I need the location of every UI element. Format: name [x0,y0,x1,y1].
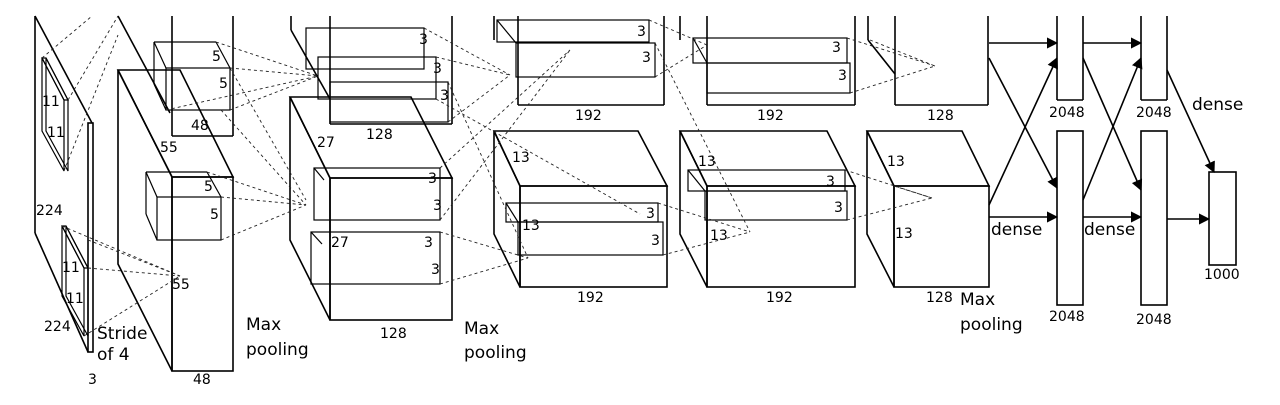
conv4-kernel-top [692,37,851,94]
conv5-top-depth-label: 128 [927,108,954,124]
conv3-bottom-volume [492,130,669,288]
conv2-bottom-depth-label: 128 [380,326,407,342]
fc6-bottom-neurons [1056,130,1084,306]
conv3-kernel-bottom [505,202,664,256]
conv1-size-label-bottom: 55 [172,277,190,293]
conv4-kernel-top-label-1: 3 [832,40,841,56]
conv4-top-depth-label: 192 [757,108,784,124]
conv3-kernel-top [496,19,656,78]
conv1-size-label: 55 [160,140,178,156]
conv5-top-volume [867,16,989,106]
dense-label-2: dense [1084,220,1135,240]
conv1-top-depth-label: 48 [191,118,209,134]
conv1-kernel-bottom-label-a: 5 [204,179,213,195]
conv2-kernels-top [305,27,449,123]
fc6-bottom-label: 2048 [1049,309,1085,325]
conv4-bottom-depth-label: 192 [766,290,793,306]
conv3-size-label-inner: 13 [522,218,540,234]
conv2-kernel-top-label-2: 3 [433,61,442,77]
pool3-label-line1: Max [960,290,995,310]
conv1-top-volume [117,15,234,137]
conv5-size-label-inner: 13 [895,226,913,242]
pool1-label-line2: pooling [246,340,309,360]
conv2-kernel-bottom-label-2: 3 [433,198,442,214]
conv4-bottom-volume [678,130,857,288]
conv2-top-volume [290,16,453,125]
output-size-label: 1000 [1204,267,1240,283]
conv3-bottom-depth-label: 192 [577,290,604,306]
fc6-top-neurons [1056,16,1084,101]
stride-label-line2: of 4 [97,345,130,365]
input-kernel-bottom-label-top: 11 [62,260,80,276]
conv1-kernel-bottom-label-b: 5 [210,207,219,223]
conv3-kernel-bottom-label-2: 3 [651,233,660,249]
conv2-size-label: 27 [317,135,335,151]
pool3-label-line2: pooling [960,315,1023,335]
input-kernel-label-side: 11 [47,125,65,141]
conv4-size-label-inner: 13 [710,228,728,244]
conv5-bottom-depth-label: 128 [926,290,953,306]
conv2-bottom-volume [288,96,454,321]
fc7-bottom-label: 2048 [1136,312,1172,328]
conv3-kernel-top-label-1: 3 [637,24,646,40]
conv4-size-label: 13 [698,154,716,170]
conv1-bottom-depth-label: 48 [193,372,211,388]
pool1-label-line1: Max [246,315,281,335]
fc7-top-neurons [1140,16,1168,101]
conv1-kernel-bottom [145,171,222,241]
conv5-bottom-volume [865,130,991,288]
conv3-kernel-top-label-2: 3 [642,50,651,66]
conv2-kernel-bottom-label-3: 3 [424,235,433,251]
conv4-kernel-top-label-2: 3 [838,68,847,84]
conv3-kernel-bottom-label-1: 3 [646,206,655,222]
fc7-bottom-neurons [1140,130,1168,306]
conv4-kernel-bottom-label-2: 3 [834,200,843,216]
conv5-size-label: 13 [887,154,905,170]
conv2-kernel-bottom-label-1: 3 [428,171,437,187]
stride-label-line1: Stride [97,324,147,344]
input-height-label: 224 [36,203,63,219]
conv3-size-label: 13 [512,150,530,166]
conv1-kernel-top-label-a: 5 [212,49,221,65]
output-neurons [1208,171,1237,266]
conv1-bottom-volume [116,69,235,372]
conv2-size-label-inner: 27 [331,235,349,251]
fc6-top-label: 2048 [1049,105,1085,121]
conv2-kernel-top-label-3: 3 [440,88,449,104]
input-kernel-label-top: 11 [42,94,60,110]
fc7-top-label: 2048 [1136,105,1172,121]
conv1-kernel-top-label-b: 5 [219,76,228,92]
input-width-label: 224 [44,319,71,335]
input-kernel-top [41,57,69,172]
dense-connection-arrows [988,37,1215,225]
conv2-top-depth-label: 128 [366,127,393,143]
conv1-kernel-top [153,41,231,111]
conv2-kernels-bottom [310,167,441,285]
conv2-kernel-top-label-1: 3 [419,32,428,48]
conv4-kernel-bottom-label-1: 3 [826,174,835,190]
dense-label-3: dense [1192,95,1243,115]
pool2-label-line1: Max [464,319,499,339]
pool2-label-line2: pooling [464,343,527,363]
receptive-field-lines [41,15,936,337]
conv2-kernel-bottom-label-4: 3 [431,262,440,278]
input-depth-label: 3 [88,372,97,388]
input-kernel-bottom-label-side: 11 [66,291,84,307]
conv3-top-depth-label: 192 [575,108,602,124]
conv4-kernel-bottom [687,169,848,221]
dense-label-1: dense [991,220,1042,240]
